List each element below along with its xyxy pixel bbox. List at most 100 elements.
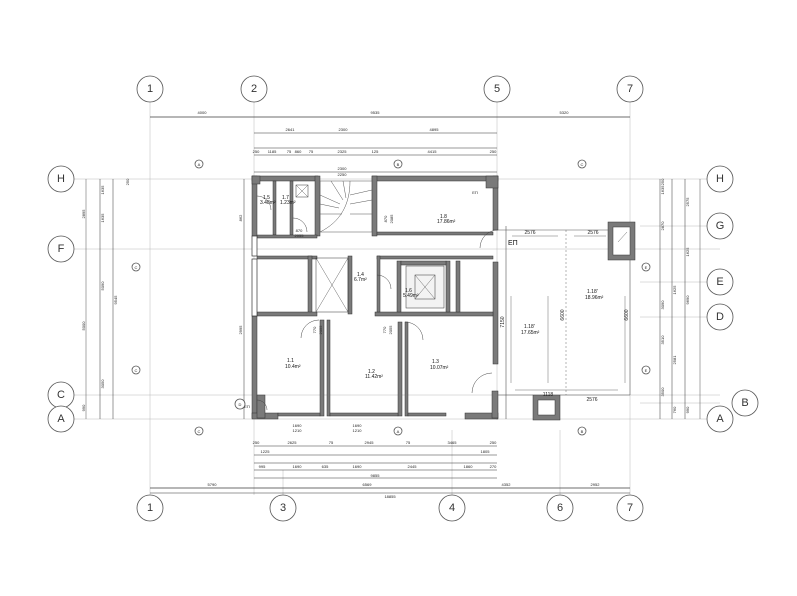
dim-text: 860 (295, 149, 302, 154)
room-number: 1.5 (263, 195, 270, 201)
grid-bubble-label: 7 (627, 502, 633, 514)
section-mark: B (397, 162, 400, 167)
grid-bubble-label: C (57, 389, 65, 401)
dim-text: 1635 (100, 213, 105, 223)
dim-text: 5090 (100, 281, 105, 291)
grid-bubble-label: 2 (251, 83, 257, 95)
room-area: 11.42m² (365, 374, 383, 380)
section-mark: C (135, 368, 138, 373)
dim-text: 6600 (624, 309, 630, 320)
door-tag: 2085 (389, 214, 394, 224)
dim-text: 270 (490, 464, 497, 469)
dim-text: 5790 (208, 482, 218, 487)
dim-text: 2575 (685, 197, 690, 207)
room-number: 1.18' (587, 289, 598, 295)
dim-text: 2300 (338, 166, 348, 171)
top-dimension-texts: 4000 9535 5320 2641 2300 4895 250 1185 7… (198, 110, 570, 177)
grid-bubble-label: 1 (147, 502, 153, 514)
door-tag: 2055 (318, 325, 323, 335)
dim-text: 1690 (293, 464, 303, 469)
bottom-dimension-texts: 250 2625 75 2945 75 3465 250 1690 1210 1… (208, 423, 601, 499)
room-area: 1.23m² (280, 200, 296, 206)
dim-text: 75 (309, 149, 314, 154)
dim-text: 3090 (660, 300, 665, 310)
right-wing: 2576 2576 2576 1118 6600 6600 7150 ΕΠ (498, 221, 636, 421)
dim-text: 1210 (293, 428, 303, 433)
dim-text: 2641 (286, 127, 296, 132)
grid-bubbles-left: H F C A (47, 165, 75, 433)
dim-text: 2576 (524, 230, 535, 236)
dim-text: 1860 (464, 464, 474, 469)
room-number: 1.1 (287, 358, 294, 364)
grid-bubble-label: 6 (557, 502, 563, 514)
grid-bubble-label: 4 (449, 502, 455, 514)
section-mark: D (239, 402, 242, 407)
grid-bubble-label: A (57, 413, 65, 425)
door-tags: ΕΠ ΕΠ 870 2055 770 2055 770 2055 870 208… (244, 190, 478, 409)
dim-text: 2576 (586, 397, 597, 403)
dim-text: 2945 (365, 440, 375, 445)
door-tag: 2055 (388, 325, 393, 335)
dim-text: 2952 (591, 482, 601, 487)
section-mark: C (135, 265, 138, 270)
grid-bubble-label: 3 (280, 502, 286, 514)
room-area: 6.7m² (354, 277, 367, 283)
dimension-lines (99, 116, 686, 494)
left-dimension-texts: 2895 5090 9545 5000 3050 990 1635 862 16… (81, 178, 243, 411)
dim-text: 250 (490, 440, 497, 445)
dim-text: 1210 (353, 428, 363, 433)
dim-text: 862 (238, 214, 243, 221)
grid-bubble-label: D (716, 311, 724, 323)
dim-text: 9535 (371, 110, 381, 115)
frame-lines (85, 116, 701, 489)
dim-text: 1185 (268, 149, 277, 154)
dim-text: 2625 (288, 440, 298, 445)
room-number: 1.7 (282, 195, 289, 201)
right-dimension-texts: 1635 2870 3090 3510 3500 2575 1625 9690 … (660, 178, 690, 413)
dim-text: 75 (329, 440, 334, 445)
dim-text: 1690 (353, 423, 363, 428)
dim-text: 4000 (198, 110, 208, 115)
dim-text: 6600 (560, 309, 566, 320)
section-mark: C (198, 429, 201, 434)
dim-text: 1635 (100, 185, 105, 195)
room-number: 1.8 (440, 214, 447, 220)
dim-text: 1225 (261, 449, 271, 454)
grid-bubble-label: B (741, 397, 748, 409)
dim-text: 3510 (660, 335, 665, 345)
room-number: 1.4 (357, 272, 364, 278)
room-number: 1.3 (432, 359, 439, 365)
grid-bubble-label: G (716, 220, 725, 232)
grid-bubbles-right: H G E D B A (706, 165, 759, 433)
dim-text: 5320 (560, 110, 570, 115)
door-tag: ΕΠ (472, 190, 478, 195)
grid-bubble-label: E (716, 276, 723, 288)
section-mark: C (581, 162, 584, 167)
dim-text: 2576 (587, 230, 598, 236)
dim-text: 1118 (543, 392, 554, 398)
grid-bubble-label: 5 (494, 83, 500, 95)
door-tag: 870 (383, 215, 388, 222)
room-area: 10.4m² (285, 364, 301, 370)
staircase (319, 180, 373, 233)
dim-text: 4415 (428, 149, 438, 154)
wing-label: ΕΠ (508, 240, 518, 247)
room-area: 5.49m² (403, 293, 419, 299)
section-markers: A B C C A B C C E E D (131, 159, 651, 436)
section-mark: B (581, 429, 584, 434)
dim-text: 7150 (500, 316, 506, 327)
door-tag: 870 (296, 228, 303, 233)
section-mark: E (645, 265, 648, 270)
dim-text: 635 (322, 464, 329, 469)
section-mark: E (645, 368, 648, 373)
door-tag: 2055 (295, 233, 305, 238)
dim-text: 1635 (660, 185, 665, 195)
dim-text: 995 (259, 464, 266, 469)
shafts (295, 184, 445, 313)
dim-text: 990 (685, 406, 690, 413)
dim-text: 1690 (353, 464, 363, 469)
dim-text: 1625 (672, 285, 677, 295)
dim-text: 2325 (338, 149, 348, 154)
dim-text: 6569 (363, 482, 373, 487)
